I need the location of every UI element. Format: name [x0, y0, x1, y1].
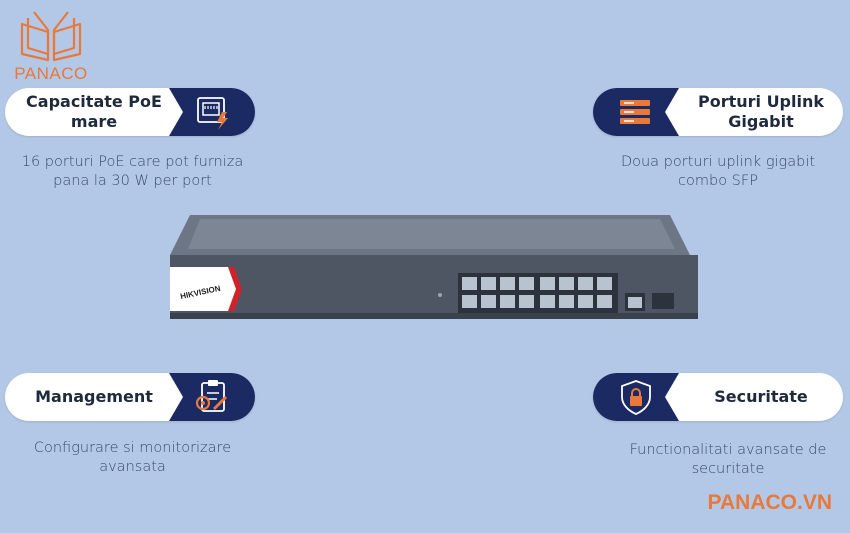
book-logo-icon [20, 11, 82, 62]
feature-uplink-description: Doua porturi uplink gigabit combo SFP [620, 154, 816, 189]
feature-security-badge [593, 373, 679, 421]
feature-poe-description: 16 porturi PoE care pot furniza pana la … [21, 154, 244, 189]
security-lock-icon [621, 380, 651, 415]
feature-uplink-card: Porturi Uplink Gigabit [593, 88, 843, 136]
feature-security-description: Functionalitati avansate de securitate [629, 442, 827, 477]
network-switch-image: HIKVISION [170, 215, 698, 325]
poe-port-icon [197, 97, 228, 130]
feature-security-title: Securitate [714, 387, 808, 406]
feature-management-description: Configurare si monitorizare avansata [33, 440, 232, 475]
feature-poe-card: Capacitate PoE mare [5, 88, 255, 136]
feature-security-card: Securitate [593, 373, 843, 421]
management-clipboard-icon [195, 380, 228, 412]
feature-management-title: Management [35, 387, 153, 406]
feature-poe-title: Capacitate PoE mare [26, 92, 162, 131]
panaco-logo: PANACO [10, 10, 92, 85]
logo-text: PANACO [14, 64, 88, 83]
server-rack-icon [620, 100, 650, 124]
feature-poe-badge [169, 88, 255, 136]
footer-brand: PANACO.VN [707, 491, 832, 514]
feature-management-badge [169, 373, 255, 421]
feature-uplink-title: Porturi Uplink Gigabit [697, 92, 825, 131]
feature-uplink-badge [593, 88, 679, 136]
feature-management-card: Management [5, 373, 255, 421]
